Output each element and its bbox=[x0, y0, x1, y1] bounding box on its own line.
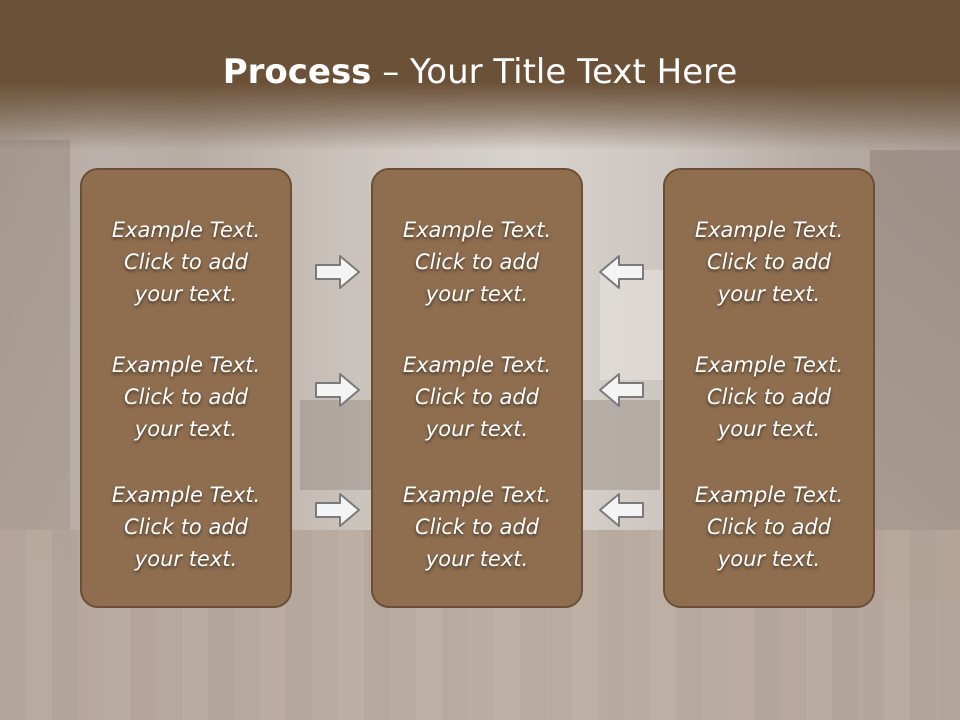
text-line: Click to add bbox=[414, 515, 539, 539]
text-line: Click to add bbox=[123, 515, 248, 539]
text-line: Example Text. bbox=[694, 353, 844, 377]
arrow-right-icon[interactable] bbox=[314, 253, 362, 291]
text-line: Example Text. bbox=[694, 218, 844, 242]
text-line: Click to add bbox=[414, 385, 539, 409]
text-line: Click to add bbox=[706, 250, 831, 274]
text-line: Click to add bbox=[706, 515, 831, 539]
text-line: your text. bbox=[425, 417, 529, 441]
text-line: Example Text. bbox=[111, 483, 261, 507]
text-line: Click to add bbox=[414, 250, 539, 274]
text-line: your text. bbox=[717, 547, 821, 571]
text-box-right[interactable]: Example Text. Click to add your text. Ex… bbox=[663, 168, 875, 608]
arrow-right-icon[interactable] bbox=[314, 491, 362, 529]
arrow-left-icon[interactable] bbox=[597, 371, 645, 409]
text-box-center[interactable]: Example Text. Click to add your text. Ex… bbox=[371, 168, 583, 608]
text-item[interactable]: Example Text. Click to add your text. bbox=[82, 479, 290, 575]
text-line: your text. bbox=[134, 547, 238, 571]
title-strong: Process bbox=[222, 52, 372, 92]
text-line: Example Text. bbox=[402, 353, 552, 377]
text-line: Click to add bbox=[123, 385, 248, 409]
background-window bbox=[600, 270, 670, 380]
text-line: your text. bbox=[134, 282, 238, 306]
slide-title[interactable]: Process – Your Title Text Here bbox=[0, 52, 960, 92]
text-line: your text. bbox=[425, 547, 529, 571]
text-item[interactable]: Example Text. Click to add your text. bbox=[665, 349, 873, 445]
title-rest: – Your Title Text Here bbox=[371, 52, 738, 92]
text-line: your text. bbox=[717, 417, 821, 441]
text-line: your text. bbox=[425, 282, 529, 306]
text-line: Example Text. bbox=[402, 218, 552, 242]
background-cabinet-left bbox=[0, 140, 70, 560]
text-line: Click to add bbox=[706, 385, 831, 409]
text-box-left[interactable]: Example Text. Click to add your text. Ex… bbox=[80, 168, 292, 608]
text-line: your text. bbox=[717, 282, 821, 306]
arrow-right-icon[interactable] bbox=[314, 371, 362, 409]
text-item[interactable]: Example Text. Click to add your text. bbox=[82, 349, 290, 445]
text-line: Click to add bbox=[123, 250, 248, 274]
title-band: Process – Your Title Text Here bbox=[0, 0, 960, 150]
text-item[interactable]: Example Text. Click to add your text. bbox=[82, 214, 290, 310]
arrow-left-icon[interactable] bbox=[597, 253, 645, 291]
text-line: Example Text. bbox=[111, 353, 261, 377]
arrow-left-icon[interactable] bbox=[597, 491, 645, 529]
text-line: Example Text. bbox=[694, 483, 844, 507]
text-line: Example Text. bbox=[402, 483, 552, 507]
text-item[interactable]: Example Text. Click to add your text. bbox=[373, 349, 581, 445]
text-item[interactable]: Example Text. Click to add your text. bbox=[373, 214, 581, 310]
background-cabinet-right bbox=[870, 150, 960, 600]
text-item[interactable]: Example Text. Click to add your text. bbox=[373, 479, 581, 575]
text-line: your text. bbox=[134, 417, 238, 441]
text-line: Example Text. bbox=[111, 218, 261, 242]
text-item[interactable]: Example Text. Click to add your text. bbox=[665, 214, 873, 310]
text-item[interactable]: Example Text. Click to add your text. bbox=[665, 479, 873, 575]
